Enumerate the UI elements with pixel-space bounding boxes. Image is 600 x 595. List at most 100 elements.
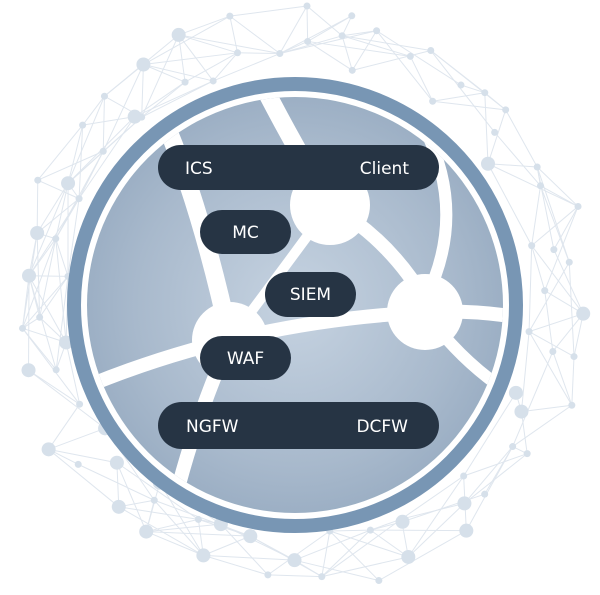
mesh-line <box>28 369 80 405</box>
mesh-node <box>397 515 405 523</box>
mesh-line <box>141 64 144 118</box>
mesh-node <box>36 313 44 321</box>
mesh-line <box>178 34 238 54</box>
mesh-line <box>141 80 214 118</box>
mesh-line <box>528 331 573 406</box>
mesh-node <box>138 113 146 121</box>
mesh-line <box>78 125 84 199</box>
mesh-node <box>536 182 544 190</box>
mesh-line <box>143 15 231 65</box>
mesh-line <box>229 15 281 54</box>
mesh-node <box>21 363 36 378</box>
mesh-line <box>143 64 214 82</box>
mesh-node <box>303 2 311 10</box>
mesh-line <box>321 529 371 577</box>
mesh-line <box>329 530 409 558</box>
mesh-node <box>52 366 60 374</box>
mesh-node <box>150 496 158 504</box>
mesh-node <box>481 490 489 498</box>
mesh-line <box>203 554 269 576</box>
mesh-line <box>36 180 39 234</box>
mesh-node <box>22 268 37 283</box>
label-client: Client <box>360 159 410 179</box>
mesh-node <box>75 195 83 203</box>
mesh-node <box>574 202 582 210</box>
mesh-line <box>39 276 69 318</box>
mesh-line <box>116 462 120 507</box>
mesh-line <box>267 574 322 578</box>
mesh-node <box>194 515 202 523</box>
mesh-line <box>146 531 204 556</box>
mesh-line <box>36 232 41 318</box>
label-mc-group: MC <box>200 210 291 254</box>
label-siem-group: SIEM <box>265 272 356 317</box>
mesh-node <box>100 92 108 100</box>
mesh-line <box>544 206 579 291</box>
node-right <box>387 274 463 350</box>
mesh-line <box>102 96 105 152</box>
mesh-node <box>406 52 414 60</box>
mesh-line <box>67 198 80 277</box>
mesh-line <box>342 35 411 57</box>
mesh-line <box>116 462 199 520</box>
mesh-node <box>429 97 437 105</box>
mesh-line <box>154 499 251 537</box>
mesh-line <box>203 554 295 561</box>
mesh-line <box>237 52 280 55</box>
mesh-line <box>145 482 161 532</box>
mesh-line <box>484 92 489 164</box>
mesh-node <box>127 109 142 124</box>
mesh-line <box>430 50 496 133</box>
mesh-line <box>22 328 81 405</box>
mesh-node <box>502 106 510 114</box>
mesh-line <box>78 116 136 199</box>
mesh-line <box>401 502 465 520</box>
mesh-line <box>294 529 371 561</box>
mesh-line <box>352 50 431 71</box>
mesh-line <box>553 206 579 250</box>
mesh-line <box>409 56 434 102</box>
mesh-line <box>531 245 584 314</box>
mesh-line <box>306 5 309 42</box>
mesh-line <box>376 30 462 86</box>
mesh-line <box>159 482 204 556</box>
mesh-line <box>28 275 41 318</box>
pill-ics-client <box>158 145 439 190</box>
mesh-line <box>571 356 575 406</box>
mesh-node <box>111 499 126 514</box>
label-ngfw-dcfw: NGFW DCFW <box>158 402 439 449</box>
mesh-line <box>212 53 281 82</box>
mesh-line <box>37 124 84 181</box>
label-ngfw: NGFW <box>186 417 239 437</box>
mesh-node <box>401 549 416 564</box>
pill-waf <box>200 336 291 380</box>
mesh-line <box>342 35 431 52</box>
mesh-line <box>48 403 81 450</box>
mesh-line <box>22 327 67 343</box>
mesh-line <box>528 313 584 333</box>
mesh-line <box>341 35 353 71</box>
mesh-line <box>28 275 67 343</box>
mesh-line <box>55 183 69 239</box>
mesh-line <box>22 328 57 371</box>
mesh-node <box>171 27 186 42</box>
mesh-line <box>48 427 106 450</box>
mesh-node <box>481 89 489 97</box>
mesh-node <box>427 47 435 55</box>
mesh-node <box>375 577 383 585</box>
mesh-line <box>536 166 579 207</box>
mesh-line <box>134 81 186 118</box>
mesh-line <box>48 448 118 464</box>
mesh-node <box>373 27 381 35</box>
mesh-line <box>102 64 144 152</box>
mesh-line <box>370 529 409 558</box>
mesh-node <box>304 37 312 45</box>
mesh-line <box>279 5 308 54</box>
mesh-node <box>514 404 529 419</box>
mesh-line <box>78 463 155 501</box>
mesh-node <box>460 472 468 480</box>
mesh-line <box>321 530 331 577</box>
mesh-line <box>407 503 465 558</box>
mesh-node <box>348 12 356 20</box>
